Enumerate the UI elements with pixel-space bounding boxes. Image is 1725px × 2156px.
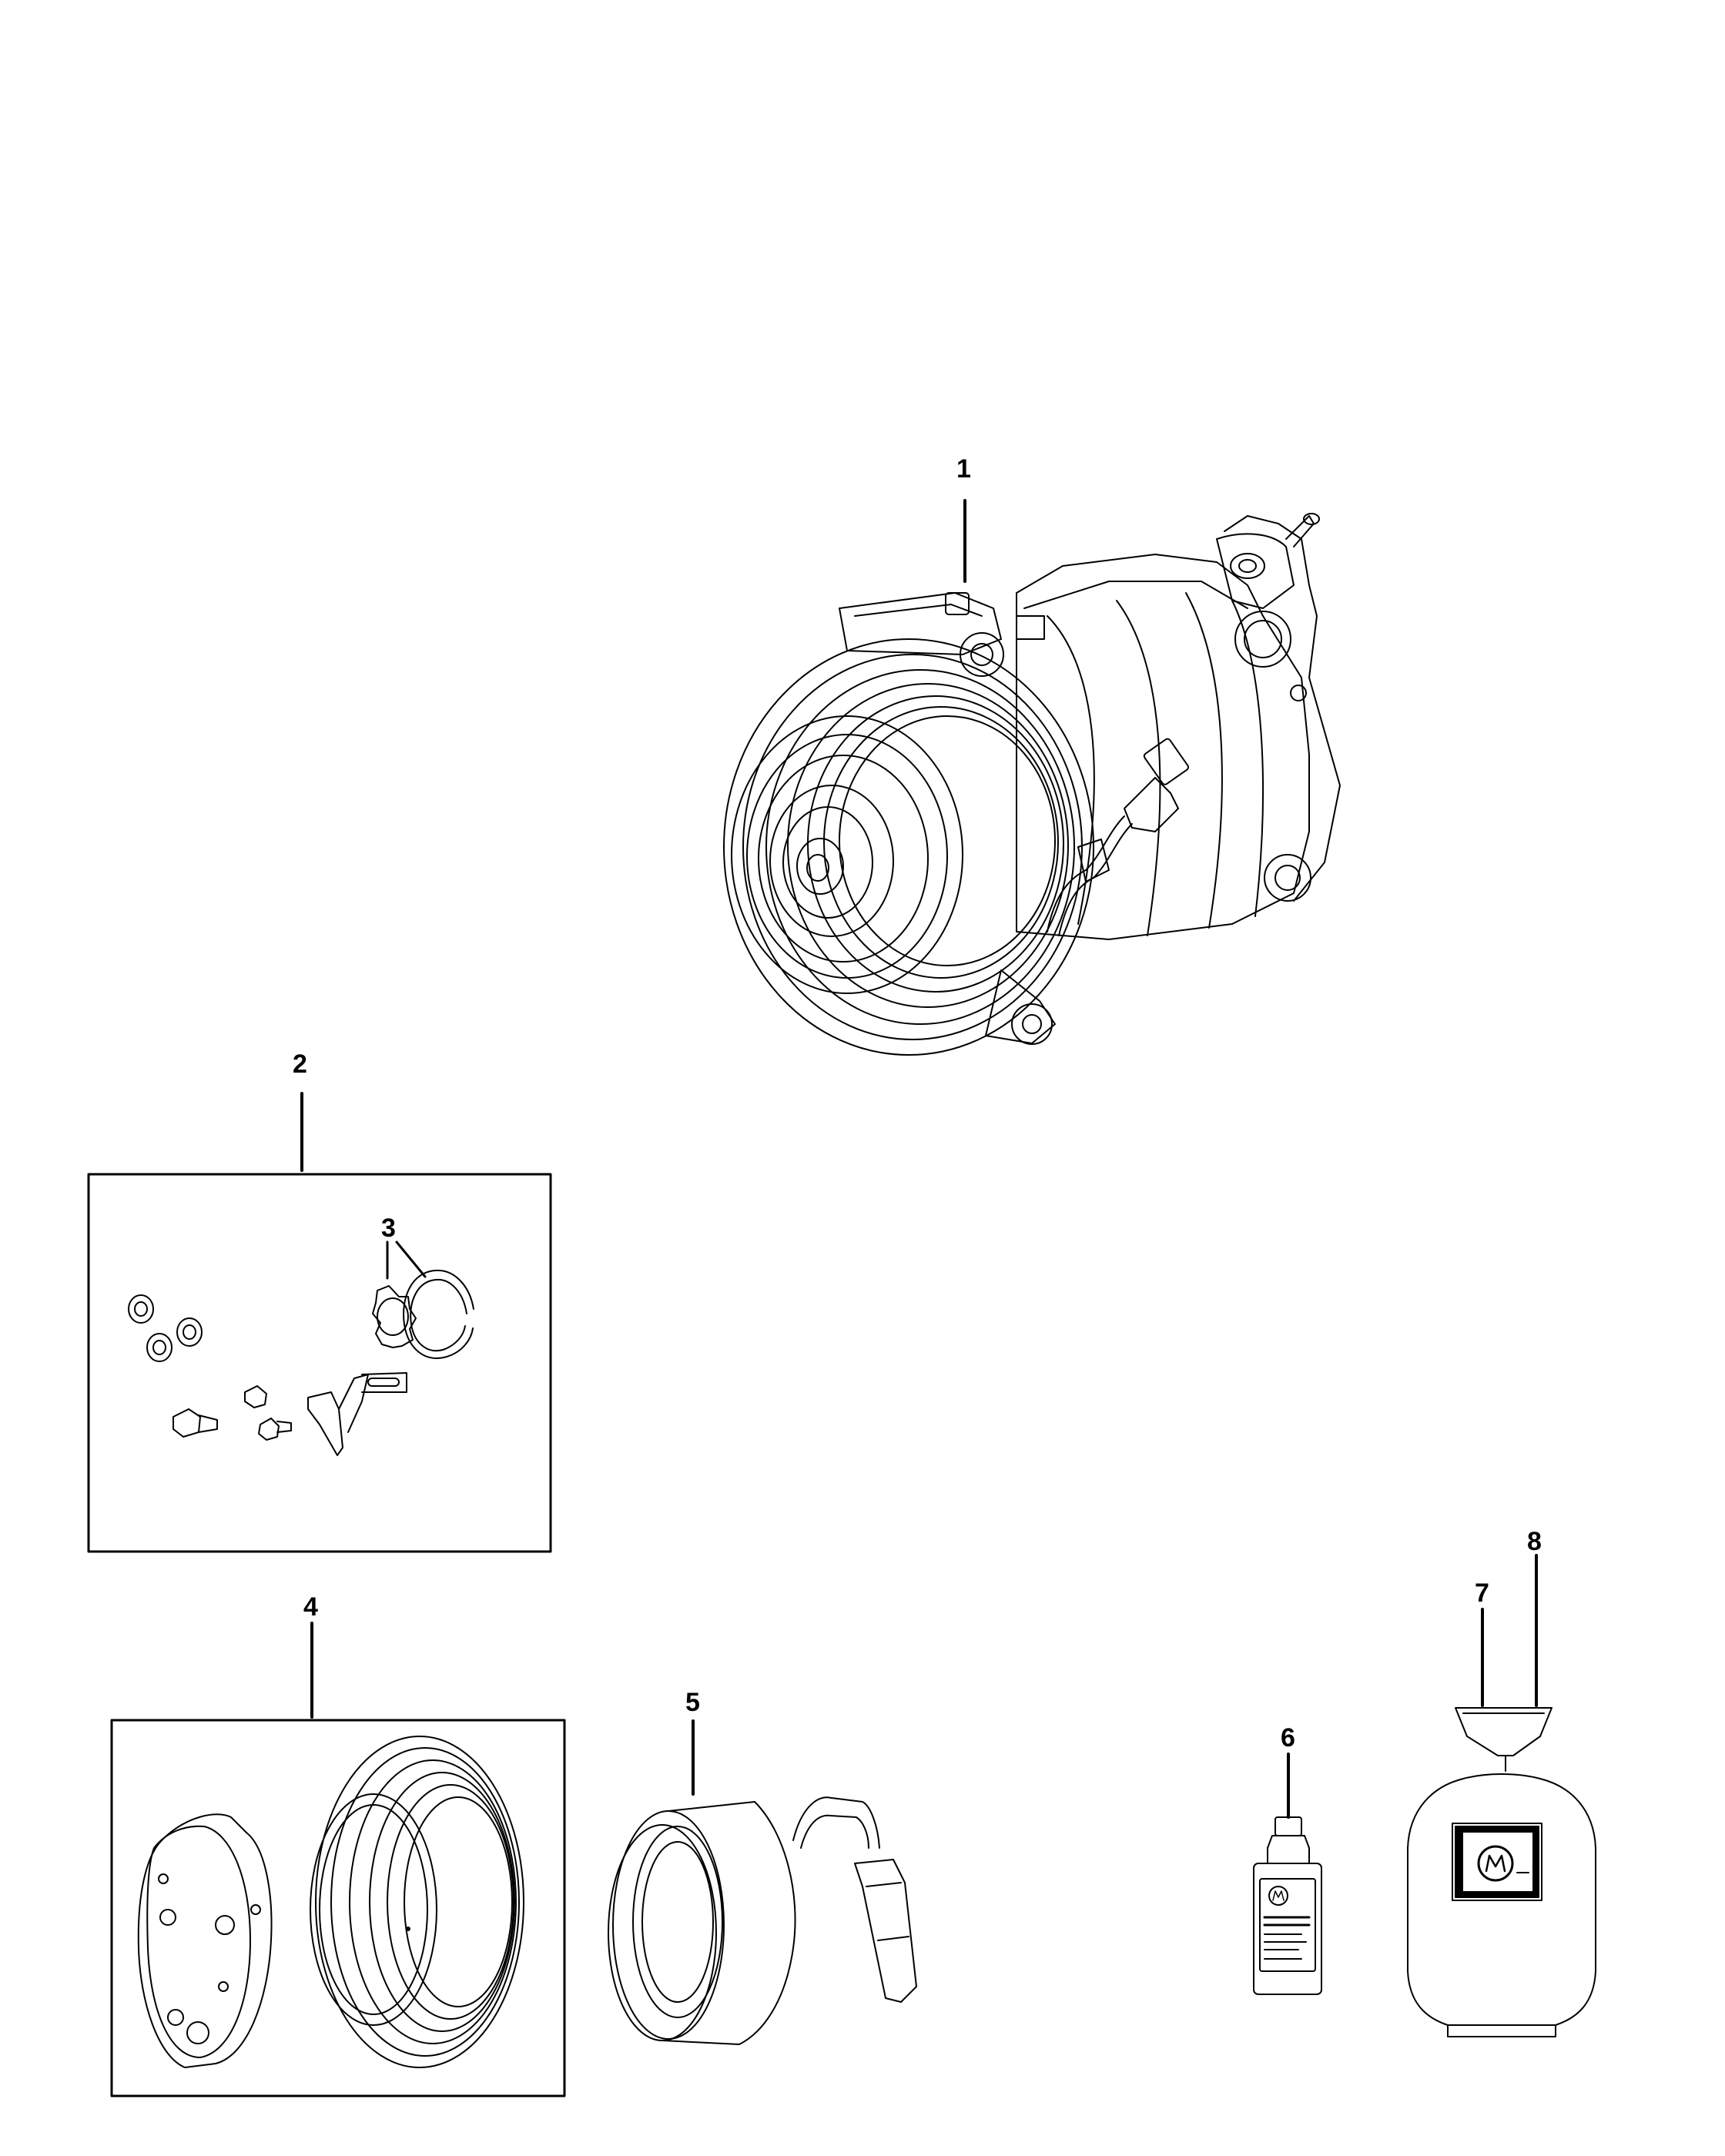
callout-4: 4 [303, 1592, 318, 1622]
callout-5: 5 [685, 1688, 700, 1717]
refrigerant-canister [1408, 1555, 1596, 2037]
field-coil [608, 1721, 916, 2044]
callout-3: 3 [381, 1214, 396, 1243]
callout-2: 2 [293, 1050, 307, 1079]
compressor-assembly [724, 500, 1340, 1055]
callout-6: 6 [1281, 1723, 1295, 1753]
hardware-kit [89, 1093, 551, 1552]
clutch-kit [112, 1623, 564, 2096]
oil-bottle [1254, 1754, 1321, 1994]
callout-1: 1 [956, 454, 971, 484]
callout-7: 7 [1475, 1578, 1489, 1608]
callout-8: 8 [1527, 1527, 1542, 1556]
